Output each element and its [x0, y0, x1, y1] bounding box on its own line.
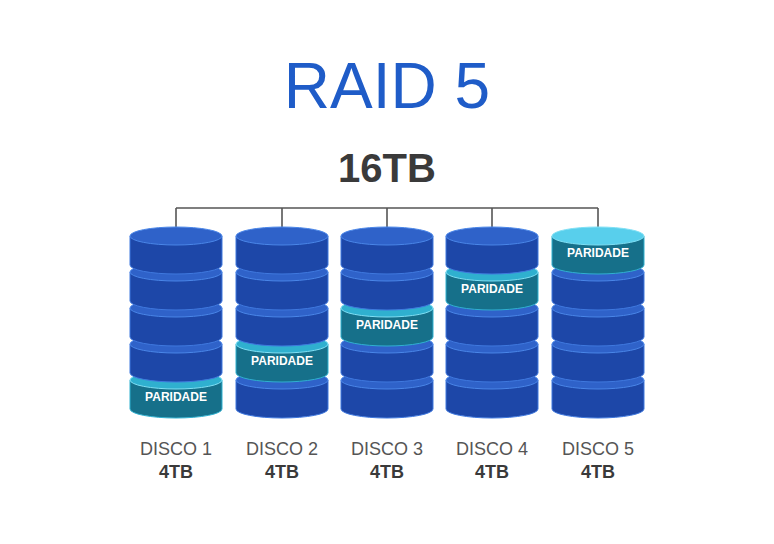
- platter: [130, 227, 222, 274]
- disk-caption: DISCO 14TB: [110, 438, 242, 484]
- disk-caption: DISCO 24TB: [216, 438, 348, 484]
- parity-label: PARIDADE: [446, 275, 538, 303]
- disk-name: DISCO 3: [321, 438, 453, 461]
- disk: DISCO 54TBPARIDADE: [552, 226, 644, 426]
- platter: [236, 227, 328, 274]
- disk-cylinder: [236, 226, 328, 426]
- platter: [341, 227, 433, 274]
- disk: DISCO 14TBPARIDADE: [130, 226, 222, 426]
- platter-top: [341, 227, 433, 245]
- disk: DISCO 24TBPARIDADE: [236, 226, 328, 426]
- disk-cylinder: [446, 226, 538, 426]
- platter-top: [552, 227, 644, 245]
- disk-caption: DISCO 54TB: [532, 438, 664, 484]
- disk-name: DISCO 5: [532, 438, 664, 461]
- disk-caption: DISCO 34TB: [321, 438, 453, 484]
- platter-top: [130, 227, 222, 245]
- platter-top: [446, 227, 538, 245]
- capacity-label: 16TB: [0, 148, 774, 188]
- disk-name: DISCO 2: [216, 438, 348, 461]
- disk-name: DISCO 4: [426, 438, 558, 461]
- parity-label: PARIDADE: [552, 239, 644, 267]
- parity-band: PARIDADE: [446, 275, 538, 303]
- disk-capacity: 4TB: [426, 461, 558, 484]
- disk-capacity: 4TB: [321, 461, 453, 484]
- title: RAID 5: [0, 54, 774, 118]
- parity-band: PARIDADE: [552, 239, 644, 267]
- parity-platter: [552, 227, 644, 274]
- parity-band: PARIDADE: [130, 383, 222, 411]
- disk-name: DISCO 1: [110, 438, 242, 461]
- disk-capacity: 4TB: [110, 461, 242, 484]
- parity-band: PARIDADE: [341, 311, 433, 339]
- disk-caption: DISCO 44TB: [426, 438, 558, 484]
- parity-label: PARIDADE: [236, 347, 328, 375]
- disk-capacity: 4TB: [216, 461, 348, 484]
- disk: DISCO 34TBPARIDADE: [341, 226, 433, 426]
- disk: DISCO 44TBPARIDADE: [446, 226, 538, 426]
- parity-band: PARIDADE: [236, 347, 328, 375]
- platter: [446, 227, 538, 274]
- parity-label: PARIDADE: [341, 311, 433, 339]
- disk-capacity: 4TB: [532, 461, 664, 484]
- parity-label: PARIDADE: [130, 383, 222, 411]
- platter-top: [236, 227, 328, 245]
